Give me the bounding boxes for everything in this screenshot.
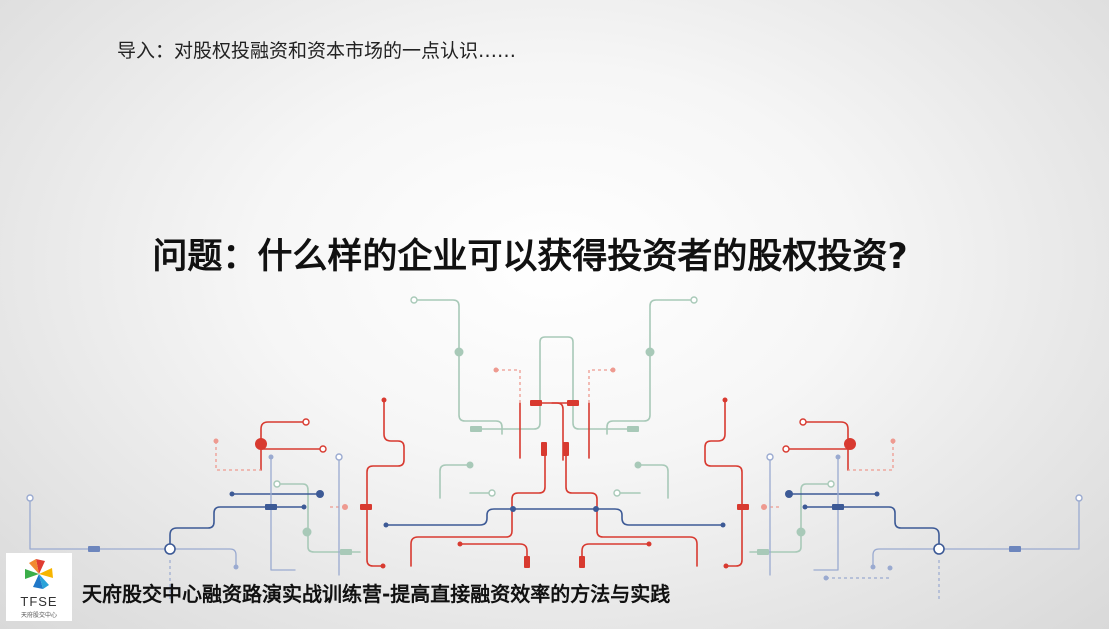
logo: TFSE 天府股交中心 [6,553,72,621]
circuit-red-lines [260,399,849,567]
circuit-red-nodes [213,367,896,569]
slide-title: 问题：什么样的企业可以获得投资者的股权投资? [152,237,908,277]
circuit-green-lines [276,299,832,553]
footer-caption: 天府股交中心融资路演实战训练营-提高直接融资效率的方法与实践 [82,582,671,606]
logo-text: TFSE [20,594,58,609]
logo-subtext: 天府股交中心 [20,612,57,619]
pinwheel-logo-icon [25,559,53,589]
circuit-blue-lines [169,493,940,550]
circuit-blue-nodes [26,453,1083,581]
circuit-blue-light-lines [29,456,1080,576]
circuit-blue-dashed [169,560,940,600]
intro-text: 导入：对股权投融资和资本市场的一点认识…… [117,40,517,62]
circuit-red-dashed [215,369,894,508]
circuit-green-nodes [273,296,835,555]
